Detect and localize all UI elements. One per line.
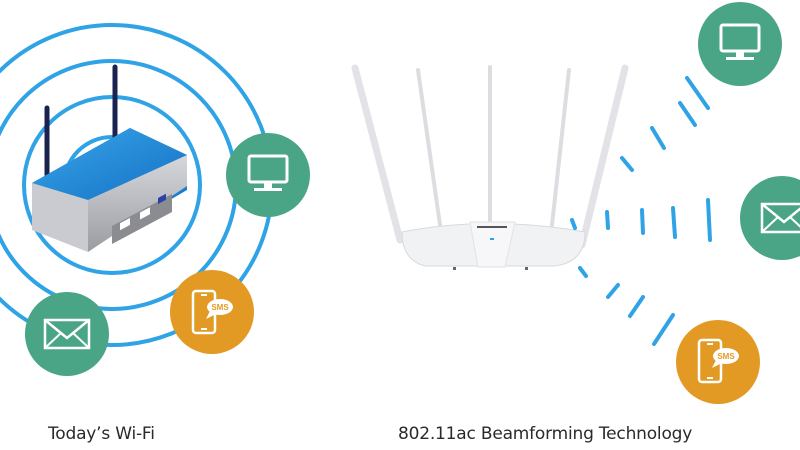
envelope-badge: [25, 292, 109, 376]
sms-label: SMS: [211, 303, 229, 312]
sms-badge-right: SMS: [676, 320, 760, 404]
sms-badge: SMS: [170, 270, 254, 354]
beam-signals: [570, 76, 712, 346]
envelope-badge-right: [740, 176, 800, 260]
caption-beamforming: 802.11ac Beamforming Technology: [398, 424, 693, 444]
monitor-badge-right: [698, 2, 782, 86]
caption-todays-wifi: Today’s Wi-Fi: [48, 424, 155, 444]
white-router-icon: [351, 64, 629, 270]
monitor-badge: [226, 133, 310, 217]
sms-label: SMS: [717, 352, 735, 361]
router-icon: [32, 64, 187, 252]
